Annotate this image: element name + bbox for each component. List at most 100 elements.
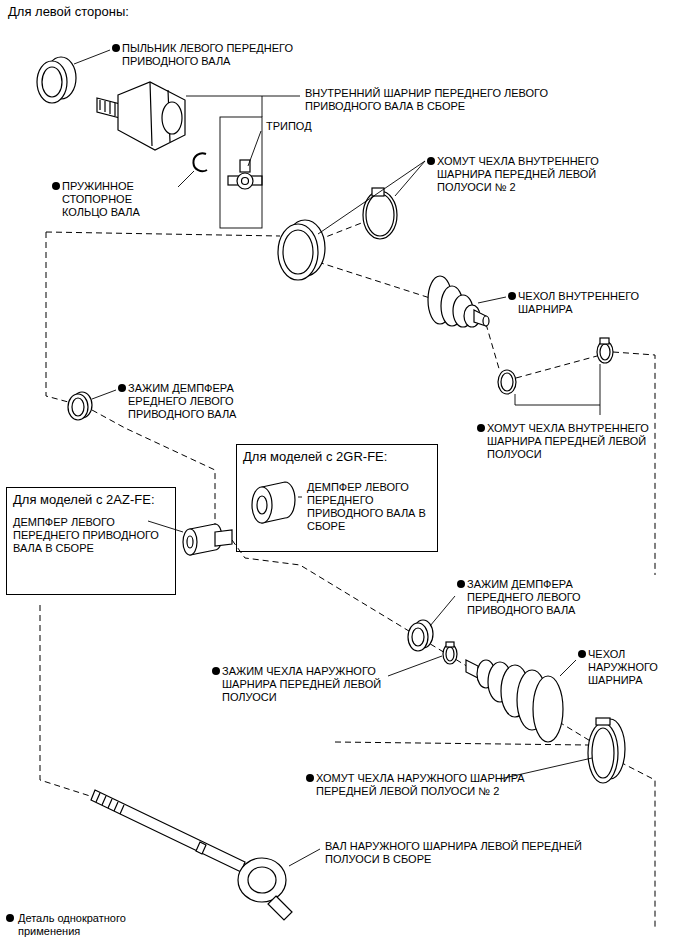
- single-use-marker: [6, 914, 14, 922]
- box-heading: Для моделей с 2GR-FE:: [243, 449, 431, 465]
- outer-shaft: [268, 896, 292, 920]
- outer-big-clamp: [588, 723, 618, 783]
- part-label: ПРУЖИННОЕ СТОПОРНОЕ КОЛЬЦО ВАЛА: [62, 180, 172, 219]
- tripod: [240, 160, 250, 172]
- damper: [183, 482, 295, 555]
- outer-shaft: [238, 858, 286, 902]
- leader-line: [318, 161, 425, 234]
- outer-big-clamp: [588, 718, 625, 783]
- dashed-axis: [613, 352, 655, 575]
- single-use-marker: [306, 774, 314, 782]
- leader-line: [298, 497, 302, 498]
- part-label: ЧЕХОЛ НАРУЖНОГО ШАРНИРА: [588, 648, 683, 687]
- part-label: ЗАЖИМ ДЕМПФЕРА ПЕРЕДНЕГО ЛЕВОГО ПРИВОДНО…: [467, 578, 597, 617]
- dashed-axis: [40, 222, 655, 930]
- dashed-axis: [318, 262, 430, 298]
- part-label: ХОМУТ ЧЕХЛА НАРУЖНОГО ШАРНИРА ПЕРЕДНЕЙ Л…: [316, 772, 536, 798]
- outer-big-clamp: [596, 718, 610, 725]
- inner-joint-housing: [97, 98, 120, 118]
- boot-clamp: [366, 194, 394, 236]
- single-use-marker: [212, 667, 220, 675]
- tripod: [228, 160, 262, 189]
- damper: [257, 496, 267, 514]
- single-use-marker: [508, 292, 516, 300]
- leader-line: [178, 171, 194, 187]
- model-variant-box: Для моделей с 2AZ-FE: ДЕМПФЕР ЛЕВОГО ПЕРЕ…: [6, 487, 176, 595]
- part-name: ДЕМПФЕР ЛЕВОГО ПЕРЕДНЕГО ПРИВОДНОГО ВАЛА…: [13, 516, 169, 555]
- inner-boot: [428, 276, 489, 327]
- single-use-marker: [457, 580, 465, 588]
- dashed-axis: [232, 540, 592, 742]
- small-clamp: [600, 344, 610, 360]
- single-use-marker: [112, 44, 120, 52]
- damper: [187, 536, 193, 548]
- damper: [183, 529, 197, 555]
- outer-shaft: [96, 793, 124, 814]
- tripod: [237, 173, 253, 189]
- dust-seal: [42, 67, 62, 97]
- damper: [215, 530, 232, 546]
- outer-clamp: [408, 623, 428, 651]
- boot-clamp: [372, 188, 384, 196]
- outer-boot: [466, 660, 563, 742]
- dashed-axis: [516, 356, 597, 378]
- outer-big-clamp: [592, 728, 614, 778]
- inner-joint-housing: [162, 102, 182, 134]
- part-name: ДЕМПФЕР ЛЕВОГО ПЕРЕДНЕГО ПРИВОДНОГО ВАЛА…: [307, 481, 431, 533]
- small-clamp: [600, 338, 609, 344]
- dashed-axis: [40, 605, 90, 796]
- boot-clamp: [278, 188, 397, 280]
- dashed-axis: [335, 742, 588, 745]
- leader-line: [186, 96, 300, 97]
- diagram-title: Для левой стороны:: [8, 4, 129, 20]
- leader-line: [600, 405, 601, 415]
- outer-shaft: [91, 790, 245, 872]
- inner-joint-housing: [100, 100, 115, 116]
- part-label: ЗАЖИМ ДЕМПФЕРА ЕРЕДНЕГО ЛЕВОГО ПРИВОДНОГ…: [128, 382, 278, 421]
- outer-clamp: [412, 628, 424, 646]
- outer-clamp: [408, 620, 457, 664]
- inner-joint-housing: [97, 82, 185, 150]
- dashed-axis: [318, 222, 364, 240]
- part-label: ПЫЛЬНИК ЛЕВОГО ПЕРЕДНЕГО ПРИВОДНОГО ВАЛА: [122, 42, 312, 68]
- dashed-axis: [620, 762, 655, 930]
- small-clamp: [501, 373, 513, 391]
- boot-clamp: [278, 224, 318, 280]
- outer-boot: [533, 676, 563, 742]
- outer-shaft: [248, 867, 276, 893]
- small-clamp: [498, 370, 516, 394]
- dashed-axis: [46, 232, 280, 236]
- leader-line: [262, 96, 263, 117]
- snap-ring: [193, 153, 207, 171]
- legend-text: Деталь однократного применения: [18, 912, 158, 938]
- leader-line: [248, 131, 261, 166]
- inner-joint-housing: [118, 82, 185, 150]
- single-use-marker: [477, 424, 485, 432]
- leader-line: [388, 656, 442, 676]
- snap-ring: [193, 153, 207, 171]
- small-clamp: [68, 394, 88, 420]
- dust-seal: [37, 61, 67, 103]
- part-label: ТРИПОД: [266, 120, 346, 133]
- part-label: ХОМУТ ЧЕХЛА ВНУТРЕННЕГО ШАРНИРА ПЕРЕДНЕЙ…: [437, 155, 637, 194]
- model-variant-box: Для моделей с 2GR-FE: ДЕМПФЕР ЛЕВОГО ПЕРЕ…: [236, 444, 438, 552]
- single-use-marker: [118, 384, 126, 392]
- outer-boot: [466, 660, 478, 678]
- dashed-axis: [486, 324, 500, 372]
- part-label: ВАЛ НАРУЖНОГО ШАРНИРА ЛЕВОЙ ПЕРЕДНЕЙ ПОЛ…: [325, 840, 585, 866]
- leader-line: [515, 364, 600, 405]
- outer-shaft: [196, 842, 206, 854]
- part-label: ЗАЖИМ ЧЕХЛА НАРУЖНОГО ШАРНИРА ПЕРЕДНЕЙ Л…: [222, 665, 422, 704]
- boot-clamp: [283, 230, 313, 274]
- single-use-marker: [578, 650, 586, 658]
- part-label: ХОМУТ ЧЕХЛА ВНУТРЕННЕГО ШАРНИРА ПЕРЕДНЕЙ…: [487, 422, 657, 461]
- box-heading: Для моделей с 2AZ-FE:: [13, 492, 169, 508]
- small-clamp: [72, 398, 84, 416]
- small-clamp: [68, 338, 613, 420]
- dashed-axis: [46, 232, 72, 403]
- outer-clamp: [446, 647, 454, 661]
- boot-clamp: [363, 191, 397, 239]
- leader-line: [92, 390, 116, 399]
- leader-line: [560, 660, 576, 676]
